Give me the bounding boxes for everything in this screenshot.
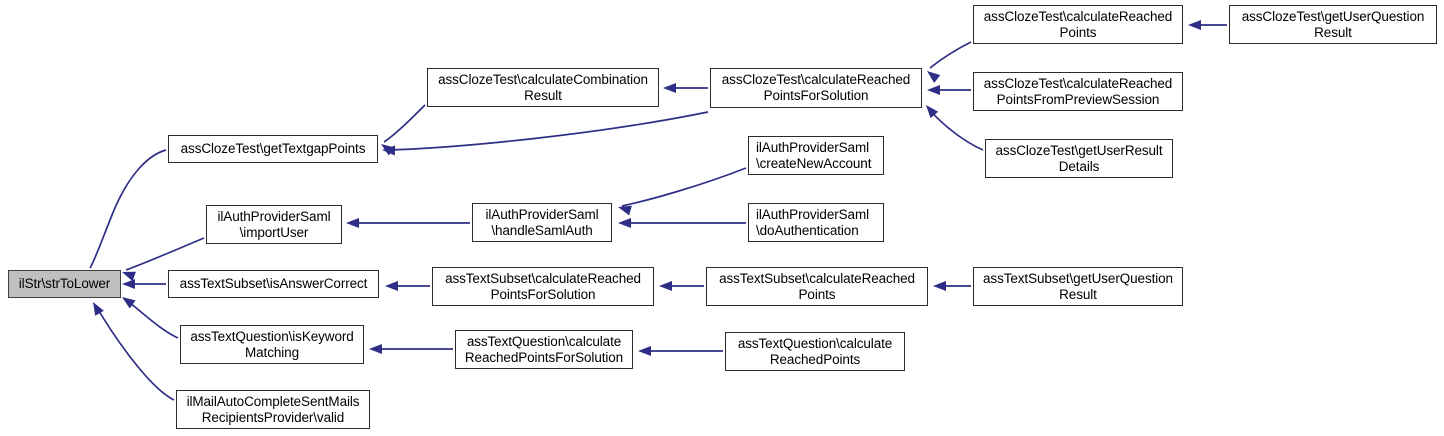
graph-node-textQuestionCalcRP[interactable]: assTextQuestion\calculate ReachedPoints (725, 332, 905, 371)
graph-edge-arrowhead (93, 302, 104, 316)
graph-node-label: ilAuthProviderSaml \handleSamlAuth (485, 206, 599, 238)
graph-node-doAuthentication[interactable]: ilAuthProviderSaml \doAuthentication (748, 203, 884, 242)
graph-node-clozeCalcRPFS[interactable]: assClozeTest\calculateReached PointsForS… (710, 68, 922, 108)
graph-edge-e10 (618, 167, 747, 216)
graph-node-label: ilMailAutoCompleteSentMails RecipientsPr… (186, 393, 360, 425)
graph-edge-arrowhead (618, 205, 632, 216)
graph-edge-arrowhead (933, 281, 946, 291)
graph-edge-e5 (93, 302, 175, 401)
graph-node-label: assClozeTest\calculateReached Points (983, 8, 1173, 40)
graph-node-label: assClozeTest\getTextgapPoints (180, 141, 366, 156)
graph-edge-e18 (927, 85, 971, 95)
graph-node-clozeGetUserResultDetails[interactable]: assClozeTest\getUserResult Details (985, 139, 1173, 178)
graph-node-calculateCombinationResult[interactable]: assClozeTest\calculateCombination Result (427, 68, 659, 107)
graph-node-label: assClozeTest\calculateReached PointsFrom… (983, 75, 1173, 107)
graph-edge-arrowhead (385, 281, 398, 291)
graph-edge-e19 (926, 105, 984, 151)
graph-node-isAnswerCorrect[interactable]: assTextSubset\isAnswerCorrect (168, 270, 379, 298)
graph-edge-e17 (927, 41, 972, 83)
graph-node-strToLower[interactable]: ilStr\strToLower (8, 270, 121, 298)
graph-edge-arrowhead (1188, 20, 1201, 30)
graph-edge-e9 (346, 218, 470, 228)
graph-edge-arrowhead (926, 105, 939, 119)
graph-node-getTextgapPoints[interactable]: assClozeTest\getTextgapPoints (168, 135, 378, 163)
graph-edge-e4 (122, 297, 179, 339)
graph-node-label: assClozeTest\getUserResult Details (995, 142, 1163, 174)
graph-node-label: ilAuthProviderSaml \doAuthentication (756, 206, 869, 238)
graph-node-label: ilStr\strToLower (18, 276, 111, 291)
graph-edge-arrowhead (369, 344, 382, 354)
graph-edge-arrowhead (382, 145, 396, 156)
graph-node-clozeCalcRP[interactable]: assClozeTest\calculateReached Points (973, 5, 1183, 44)
graph-edge-arrowhead (927, 71, 941, 83)
graph-node-mailRecipientsValid[interactable]: ilMailAutoCompleteSentMails RecipientsPr… (176, 390, 370, 429)
graph-node-label: assTextQuestion\calculate ReachedPoints (737, 335, 893, 367)
graph-node-importUser[interactable]: ilAuthProviderSaml \importUser (206, 205, 342, 244)
graph-node-label: ilAuthProviderSaml \importUser (217, 208, 331, 240)
graph-node-label: assTextSubset\isAnswerCorrect (179, 276, 368, 291)
graph-edge-arrowhead (346, 218, 359, 228)
graph-node-label: assClozeTest\calculateReached PointsForS… (721, 72, 911, 103)
graph-edge-e12 (385, 281, 430, 291)
graph-node-label: assTextQuestion\isKeyword Matching (190, 328, 354, 360)
graph-edge-e1 (87, 149, 167, 285)
graph-edge-arrowhead (122, 279, 135, 289)
graph-edge-e14 (933, 281, 971, 291)
graph-node-label: ilAuthProviderSaml \createNewAccount (756, 139, 872, 171)
graph-edge-e13 (659, 281, 704, 291)
graph-edge-e8 (663, 83, 708, 93)
graph-node-createNewAccount[interactable]: ilAuthProviderSaml \createNewAccount (748, 136, 884, 175)
graph-node-label: assClozeTest\getUserQuestion Result (1241, 8, 1425, 40)
graph-edge-e20 (1188, 20, 1227, 30)
graph-node-textSubsetCalcRP[interactable]: assTextSubset\calculateReached Points (706, 267, 928, 306)
graph-edge-arrowhead (927, 85, 940, 95)
graph-edge-e11 (618, 218, 746, 228)
graph-edge-e2 (122, 237, 205, 282)
graph-node-label: assClozeTest\calculateCombination Result (438, 71, 648, 103)
graph-node-label: assTextSubset\calculateReached PointsFor… (445, 270, 641, 302)
graph-node-textSubsetCalcRPFS[interactable]: assTextSubset\calculateReached PointsFor… (432, 267, 654, 306)
graph-node-label: assTextQuestion\calculate ReachedPointsF… (464, 333, 624, 365)
graph-node-isKeywordMatching[interactable]: assTextQuestion\isKeyword Matching (180, 325, 364, 364)
graph-edge-e15 (369, 344, 453, 354)
graph-node-label: assTextSubset\calculateReached Points (719, 270, 915, 302)
graph-node-textSubsetGetUserQuestionResult[interactable]: assTextSubset\getUserQuestion Result (973, 267, 1183, 306)
graph-edge-arrowhead (122, 271, 136, 282)
graph-edge-e7 (382, 111, 709, 156)
graph-node-clozeGetUserQuestionResult[interactable]: assClozeTest\getUserQuestion Result (1229, 5, 1437, 44)
graph-edge-arrowhead (663, 83, 676, 93)
graph-edge-arrowhead (638, 346, 651, 356)
graph-edge-arrowhead (618, 218, 631, 228)
graph-node-label: assTextSubset\getUserQuestion Result (983, 270, 1173, 302)
graph-edge-e3 (122, 279, 166, 289)
graph-node-clozeCalcRPFromPreview[interactable]: assClozeTest\calculateReached PointsFrom… (973, 72, 1183, 111)
graph-node-textQuestionCalcRPFS[interactable]: assTextQuestion\calculate ReachedPointsF… (455, 330, 633, 369)
graph-edge-arrowhead (659, 281, 672, 291)
graph-edge-e16 (638, 346, 723, 356)
graph-node-handleSamlAuth[interactable]: ilAuthProviderSaml \handleSamlAuth (472, 203, 612, 242)
graph-edge-arrowhead (122, 297, 136, 309)
